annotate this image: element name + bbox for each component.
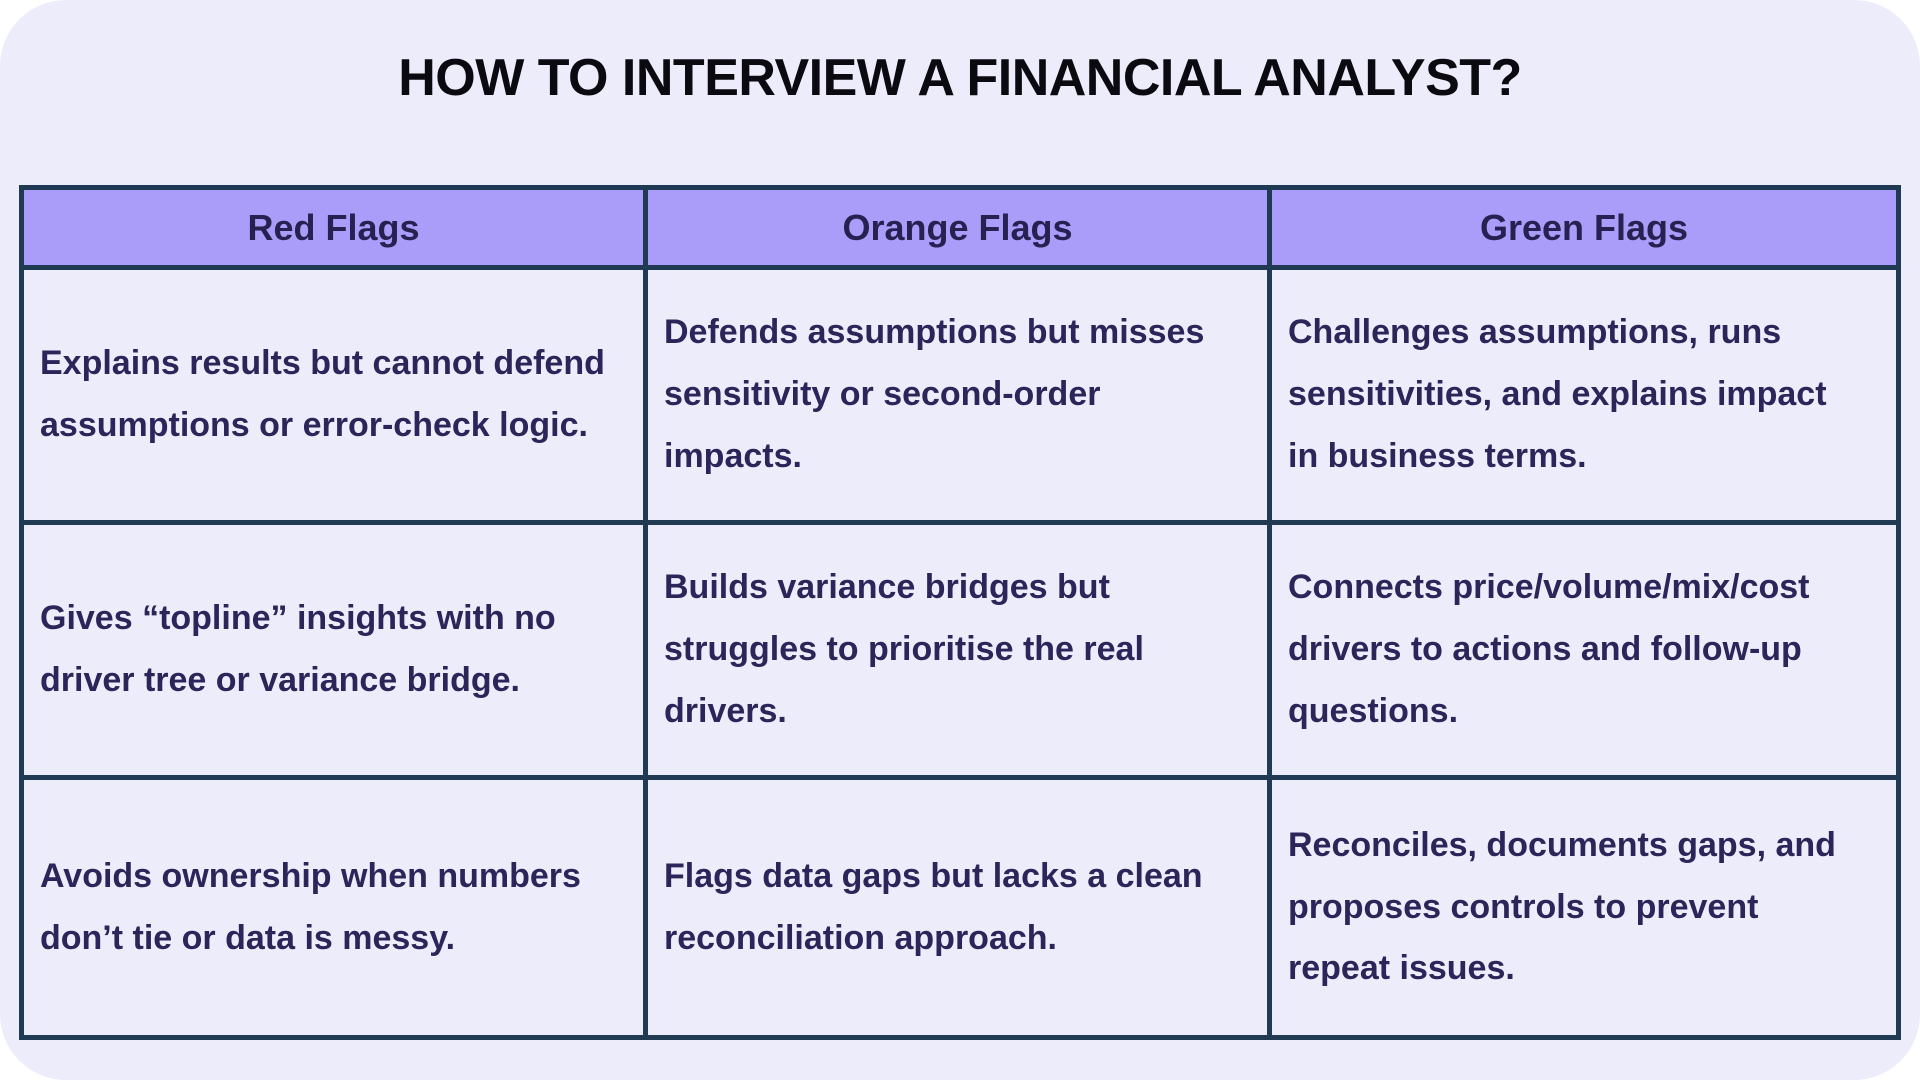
cell-text: Flags data gaps but lacks a clean reconc… [664, 856, 1203, 957]
table-cell-row3-green: Reconciles, documents gaps, and proposes… [1272, 780, 1896, 1035]
table-cell-row3-red: Avoids ownership when numbers don’t tie … [24, 780, 648, 1035]
header-cell-red-flags: Red Flags [24, 190, 648, 270]
cell-text: Gives “topline” insights with no driver … [40, 599, 556, 699]
table-cell-row3-orange: Flags data gaps but lacks a clean reconc… [648, 780, 1272, 1035]
page-title: HOW TO INTERVIEW A FINANCIAL ANALYST? [398, 49, 1522, 107]
cell-text: Connects price/volume/mix/cost drivers t… [1288, 568, 1810, 730]
cell-text: Explains results but cannot defend assum… [40, 344, 605, 444]
flags-comparison-table: Red Flags Orange Flags Green Flags Expla… [19, 185, 1901, 1040]
cell-text: Defends assumptions but misses sensitivi… [664, 313, 1205, 475]
table-cell-row1-green: Challenges assumptions, runs sensitiviti… [1272, 270, 1896, 525]
cell-text: Builds variance bridges but struggles to… [664, 568, 1144, 730]
header-cell-orange-flags: Orange Flags [648, 190, 1272, 270]
table-cell-row2-orange: Builds variance bridges but struggles to… [648, 525, 1272, 780]
table-cell-row1-orange: Defends assumptions but misses sensitivi… [648, 270, 1272, 525]
table-cell-row2-red: Gives “topline” insights with no driver … [24, 525, 648, 780]
header-cell-green-flags: Green Flags [1272, 190, 1896, 270]
cell-text: Challenges assumptions, runs sensitiviti… [1288, 313, 1827, 475]
table-cell-row2-green: Connects price/volume/mix/cost drivers t… [1272, 525, 1896, 780]
table-cell-row1-red: Explains results but cannot defend assum… [24, 270, 648, 525]
cell-text: Avoids ownership when numbers don’t tie … [40, 856, 581, 957]
cell-text: Reconciles, documents gaps, and proposes… [1288, 825, 1836, 988]
